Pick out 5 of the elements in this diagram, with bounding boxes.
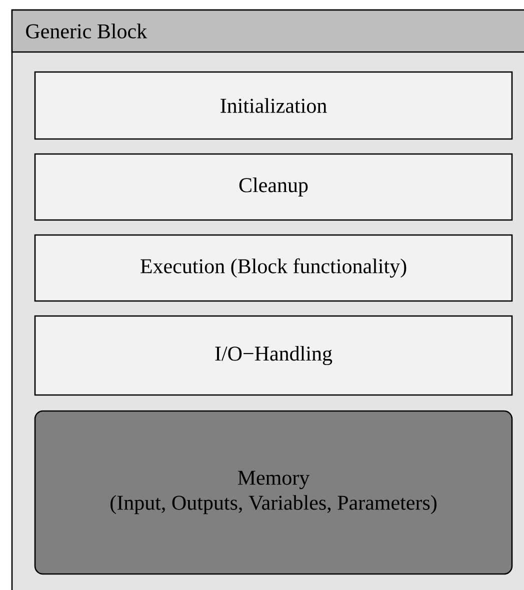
section-box: Initialization: [34, 71, 513, 140]
section-box: I/O−Handling: [34, 315, 513, 396]
section-box: Execution (Block functionality): [34, 234, 513, 302]
memory-box: Memory (Input, Outputs, Variables, Parameters): [34, 410, 513, 575]
section-box: Cleanup: [34, 153, 513, 221]
